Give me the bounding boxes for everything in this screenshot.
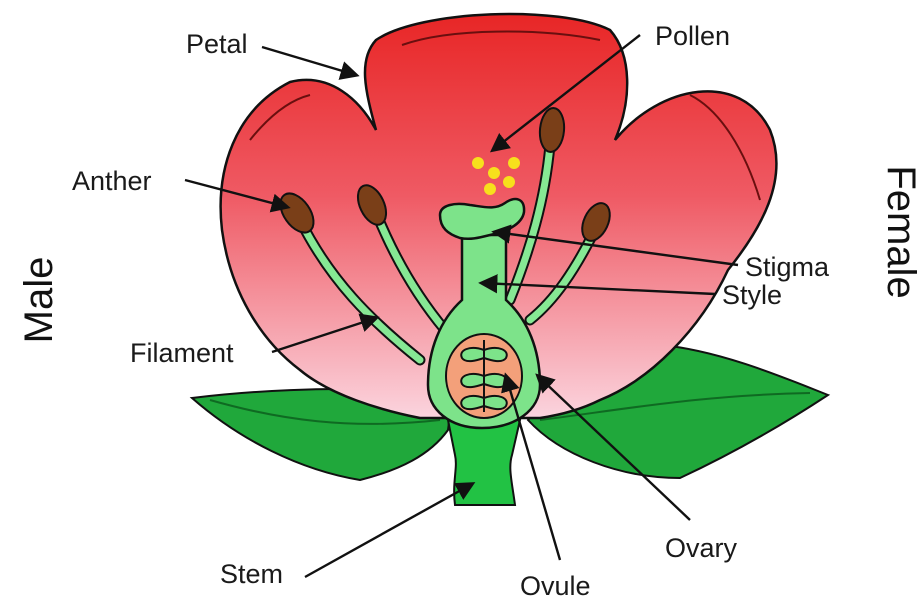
label-stem: Stem <box>220 559 283 589</box>
arrow-stem <box>305 484 472 577</box>
label-stigma: Stigma <box>745 252 830 282</box>
label-filament: Filament <box>130 338 234 368</box>
arrow-petal <box>262 47 356 75</box>
label-pollen: Pollen <box>655 21 730 51</box>
label-petal: Petal <box>186 29 248 59</box>
label-ovary: Ovary <box>665 533 738 563</box>
pollen-grain <box>503 176 515 188</box>
side-label-female: Female <box>879 165 917 298</box>
pollen-grain <box>472 157 484 169</box>
pollen-grain <box>484 183 496 195</box>
label-ovule: Ovule <box>520 571 591 600</box>
ovule <box>461 340 507 412</box>
label-style: Style <box>722 280 782 310</box>
side-label-male: Male <box>17 257 61 344</box>
pollen-grain <box>508 157 520 169</box>
pollen-grain <box>488 167 500 179</box>
label-anther: Anther <box>72 166 152 196</box>
